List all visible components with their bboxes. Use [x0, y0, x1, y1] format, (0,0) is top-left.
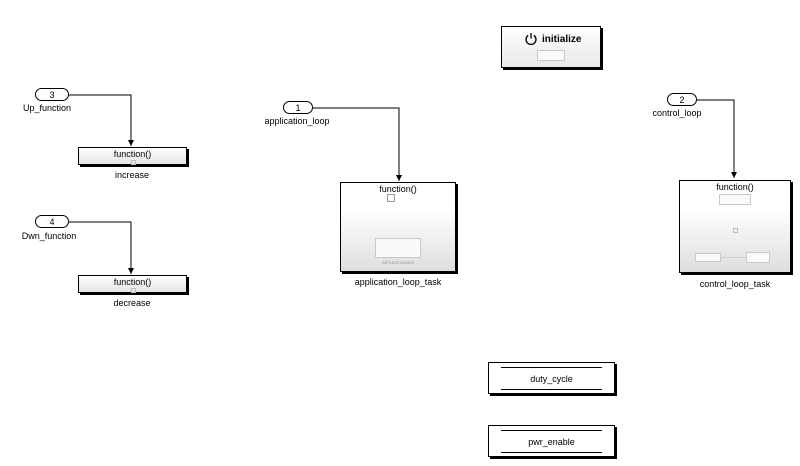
dsm-rule-bottom — [501, 452, 602, 453]
inport-label-application-loop: application_loop — [264, 116, 330, 126]
data-store-duty-cycle[interactable]: duty_cycle — [488, 362, 615, 394]
inport-application-loop[interactable]: 1 — [283, 101, 313, 114]
increase-block[interactable]: function() — [78, 147, 187, 165]
inport-control-loop[interactable]: 2 — [667, 93, 697, 106]
inner-block-right — [746, 252, 770, 263]
port-marker — [131, 160, 136, 165]
port-marker — [131, 288, 136, 293]
block-label-decrease: decrease — [113, 298, 151, 308]
data-store-pwr-enable[interactable]: pwr_enable — [488, 425, 615, 457]
signal-line-control-loop[interactable] — [697, 99, 737, 178]
inner-connector — [721, 257, 746, 258]
signal-line-dwn-function[interactable] — [69, 221, 134, 274]
inport-dwn-function[interactable]: 4 — [35, 215, 69, 228]
inner-block — [537, 50, 565, 61]
initialize-block[interactable]: initialize — [501, 26, 601, 68]
control-loop-task-block[interactable]: function() — [679, 180, 791, 273]
block-title: function() — [379, 184, 417, 194]
block-label-control-loop-task: control_loop_task — [699, 279, 771, 289]
inport-label-dwn-function: Dwn_function — [21, 231, 77, 241]
inner-block — [375, 238, 421, 258]
trigger-port-icon — [387, 194, 395, 202]
data-store-name: pwr_enable — [528, 437, 575, 447]
block-title: function() — [113, 149, 152, 159]
block-title: function() — [113, 277, 152, 287]
inner-block-top — [719, 194, 751, 205]
inport-label-up-function: Up_function — [22, 103, 72, 113]
inport-number: 2 — [679, 95, 685, 105]
inport-number: 1 — [295, 103, 301, 113]
inport-label-control-loop: control_loop — [652, 108, 702, 118]
decrease-block[interactable]: function() — [78, 275, 187, 293]
inner-block-label: SETLEDTOGGLE — [381, 260, 415, 265]
power-icon — [525, 33, 537, 46]
inner-block-left — [695, 253, 721, 262]
inport-up-function[interactable]: 3 — [35, 88, 69, 101]
block-title: function() — [716, 182, 754, 192]
inport-number: 4 — [49, 217, 55, 227]
data-store-name: duty_cycle — [530, 374, 573, 384]
signal-line-up-function[interactable] — [69, 94, 134, 146]
application-loop-task-block[interactable]: function() SETLEDTOGGLE — [340, 182, 456, 272]
signal-line-application-loop[interactable] — [313, 107, 402, 181]
block-label-application-loop-task: application_loop_task — [354, 277, 442, 287]
dsm-rule-top — [501, 367, 602, 368]
inport-number: 3 — [49, 90, 55, 100]
dsm-rule-bottom — [501, 389, 602, 390]
dsm-rule-top — [501, 430, 602, 431]
port-marker — [733, 228, 738, 233]
initialize-label: initialize — [542, 34, 582, 45]
block-label-increase: increase — [114, 170, 150, 180]
